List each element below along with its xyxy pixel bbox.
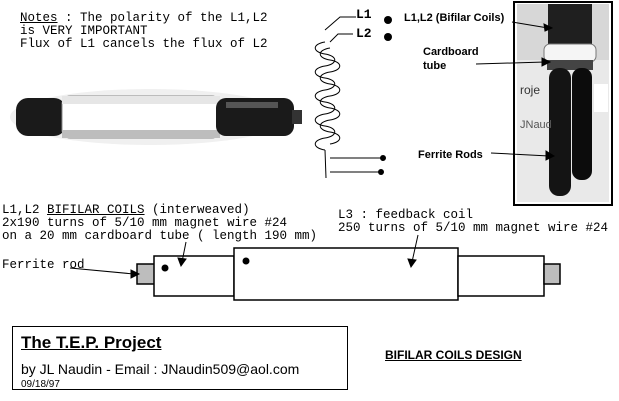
design-label: BIFILAR COILS DESIGN <box>385 348 522 362</box>
end-terminal-dot-1 <box>380 155 386 161</box>
title-block: The T.E.P. Project by JL Naudin - Email … <box>12 326 348 390</box>
project-title: The T.E.P. Project <box>21 333 162 352</box>
l2-terminal-dot <box>384 33 392 41</box>
bottom-arrows <box>69 234 419 279</box>
feedback-start-dot <box>242 257 250 265</box>
notes-line3: Flux of L1 cancels the flux of L2 <box>20 37 268 51</box>
notes-block: Notes : The polarity of the L1,L2 is VER… <box>20 12 268 51</box>
bifilar-desc-label: L1,L2 <box>2 203 48 217</box>
feedback-desc-line1: L3 : feedback coil <box>338 208 474 222</box>
coil-assembly <box>136 247 561 301</box>
author-byline: by JL Naudin - Email : JNaudin509@aol.co… <box>21 361 300 377</box>
feedback-description: L3 : feedback coil 250 turns of 5/10 mm … <box>338 209 608 235</box>
ferrite-rod-label: Ferrite rod <box>2 258 85 272</box>
bifilar-desc-underlined: BIFILAR COILS <box>47 203 145 217</box>
bifilar-desc-line2: 2x190 turns of 5/10 mm magnet wire #24 <box>2 216 288 230</box>
cardboard-line2: tube <box>423 60 447 72</box>
l1-terminal-dot <box>384 16 392 24</box>
end-terminal-dot-2 <box>378 169 384 175</box>
notes-line1: : The polarity of the L1,L2 <box>57 11 268 25</box>
ferrite-rods-callout: Ferrite Rods <box>418 149 483 161</box>
rods-photo <box>513 1 613 206</box>
notes-heading: Notes <box>20 11 58 25</box>
cardboard-line1: Cardboard <box>423 46 479 58</box>
photo-text-1: roje <box>520 83 540 97</box>
bifilar-coils-callout: L1,L2 (Bifilar Coils) <box>404 12 505 24</box>
bifilar-desc-line3: on a 20 mm cardboard tube ( length 190 m… <box>2 229 318 243</box>
cardboard-tube-callout: Cardboard tube <box>423 45 479 73</box>
bifilar-start-dot <box>161 264 169 272</box>
date-label: 09/18/97 <box>21 379 60 390</box>
bifilar-desc-rest: (interweaved) <box>144 203 250 217</box>
bifilar-description: L1,L2 BIFILAR COILS (interweaved) 2x190 … <box>2 204 317 243</box>
coil-schematic <box>314 16 382 179</box>
l2-label: L2 <box>356 26 372 41</box>
l1-label: L1 <box>356 7 372 22</box>
feedback-desc-line2: 250 turns of 5/10 mm magnet wire #24 <box>338 221 609 235</box>
photo-text-2: JNaud <box>520 119 552 131</box>
callout-arrows <box>475 21 556 161</box>
notes-line2: is VERY IMPORTANT <box>20 24 148 38</box>
coil-photo <box>10 89 302 145</box>
